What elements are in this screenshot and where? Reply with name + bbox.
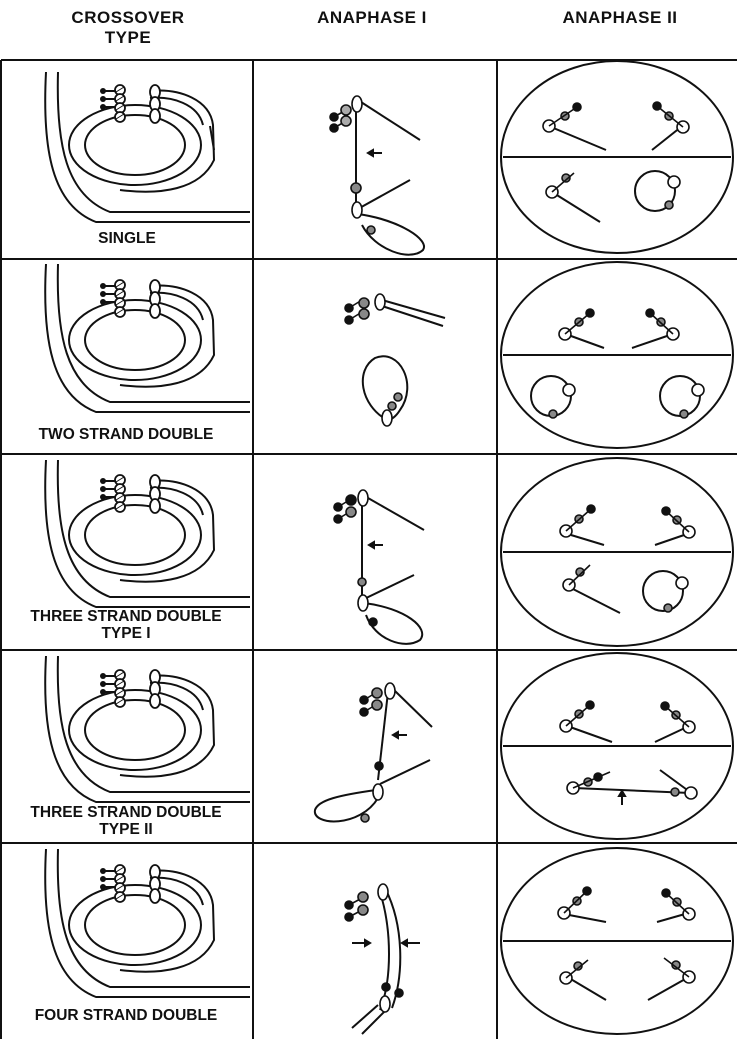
row-1-crossover [45, 72, 250, 222]
row-1-label: SINGLE [98, 230, 156, 247]
header-anaphase-1: ANAPHASE I [262, 8, 482, 28]
row-1-anaphase-2-beads [543, 102, 689, 209]
row-3-crossover [45, 460, 250, 607]
header-crossover-type: CROSSOVER TYPE [28, 8, 228, 48]
row-1-chromomeres [100, 85, 160, 123]
row-3-label-line1: THREE STRAND DOUBLE [30, 608, 221, 625]
header-anaphase-1-label: ANAPHASE I [262, 8, 482, 28]
row-4-label-line2: TYPE II [99, 821, 152, 838]
row-5-anaphase-2 [501, 848, 733, 1034]
header-crossover-line2: TYPE [28, 28, 228, 48]
row-5-label: FOUR STRAND DOUBLE [35, 1007, 218, 1024]
row-3-anaphase-2 [501, 458, 733, 646]
row-3-chromomeres [100, 475, 160, 513]
row-4-anaphase-2 [501, 653, 733, 839]
row-1-anaphase-1 [356, 102, 424, 255]
row-3-label-line2: TYPE I [101, 625, 150, 642]
table-lines [1, 60, 737, 1039]
crossover-diagram-grid: SINGLE [0, 58, 738, 1039]
row-2-label: TWO STRAND DOUBLE [39, 426, 214, 443]
row-5-anaphase-1-beads [345, 884, 403, 1012]
row-3-anaphase-2-beads [560, 505, 695, 612]
row-5-crossover [45, 849, 250, 997]
row-2-anaphase-2-beads [549, 309, 704, 418]
header-anaphase-2: ANAPHASE II [510, 8, 730, 28]
row-4-anaphase-1-beads [360, 683, 395, 822]
row-5-anaphase-2-beads [558, 887, 695, 984]
row-4-anaphase-1 [315, 690, 432, 821]
header-crossover-line1: CROSSOVER [28, 8, 228, 28]
row-4-crossover [45, 656, 250, 802]
row-4-chromomeres [100, 670, 160, 708]
row-2-crossover [45, 264, 250, 412]
row-4-anaphase-2-beads [560, 701, 697, 799]
row-1-anaphase-1-beads [330, 96, 375, 234]
row-2-chromomeres [100, 280, 160, 318]
row-5-chromomeres [100, 865, 160, 903]
header-anaphase-2-label: ANAPHASE II [510, 8, 730, 28]
row-3-anaphase-1-beads [334, 490, 377, 626]
row-2-anaphase-2 [501, 262, 733, 448]
row-2-anaphase-1 [363, 300, 445, 420]
row-4-label-line1: THREE STRAND DOUBLE [30, 804, 221, 821]
row-1-anaphase-2 [501, 61, 733, 253]
